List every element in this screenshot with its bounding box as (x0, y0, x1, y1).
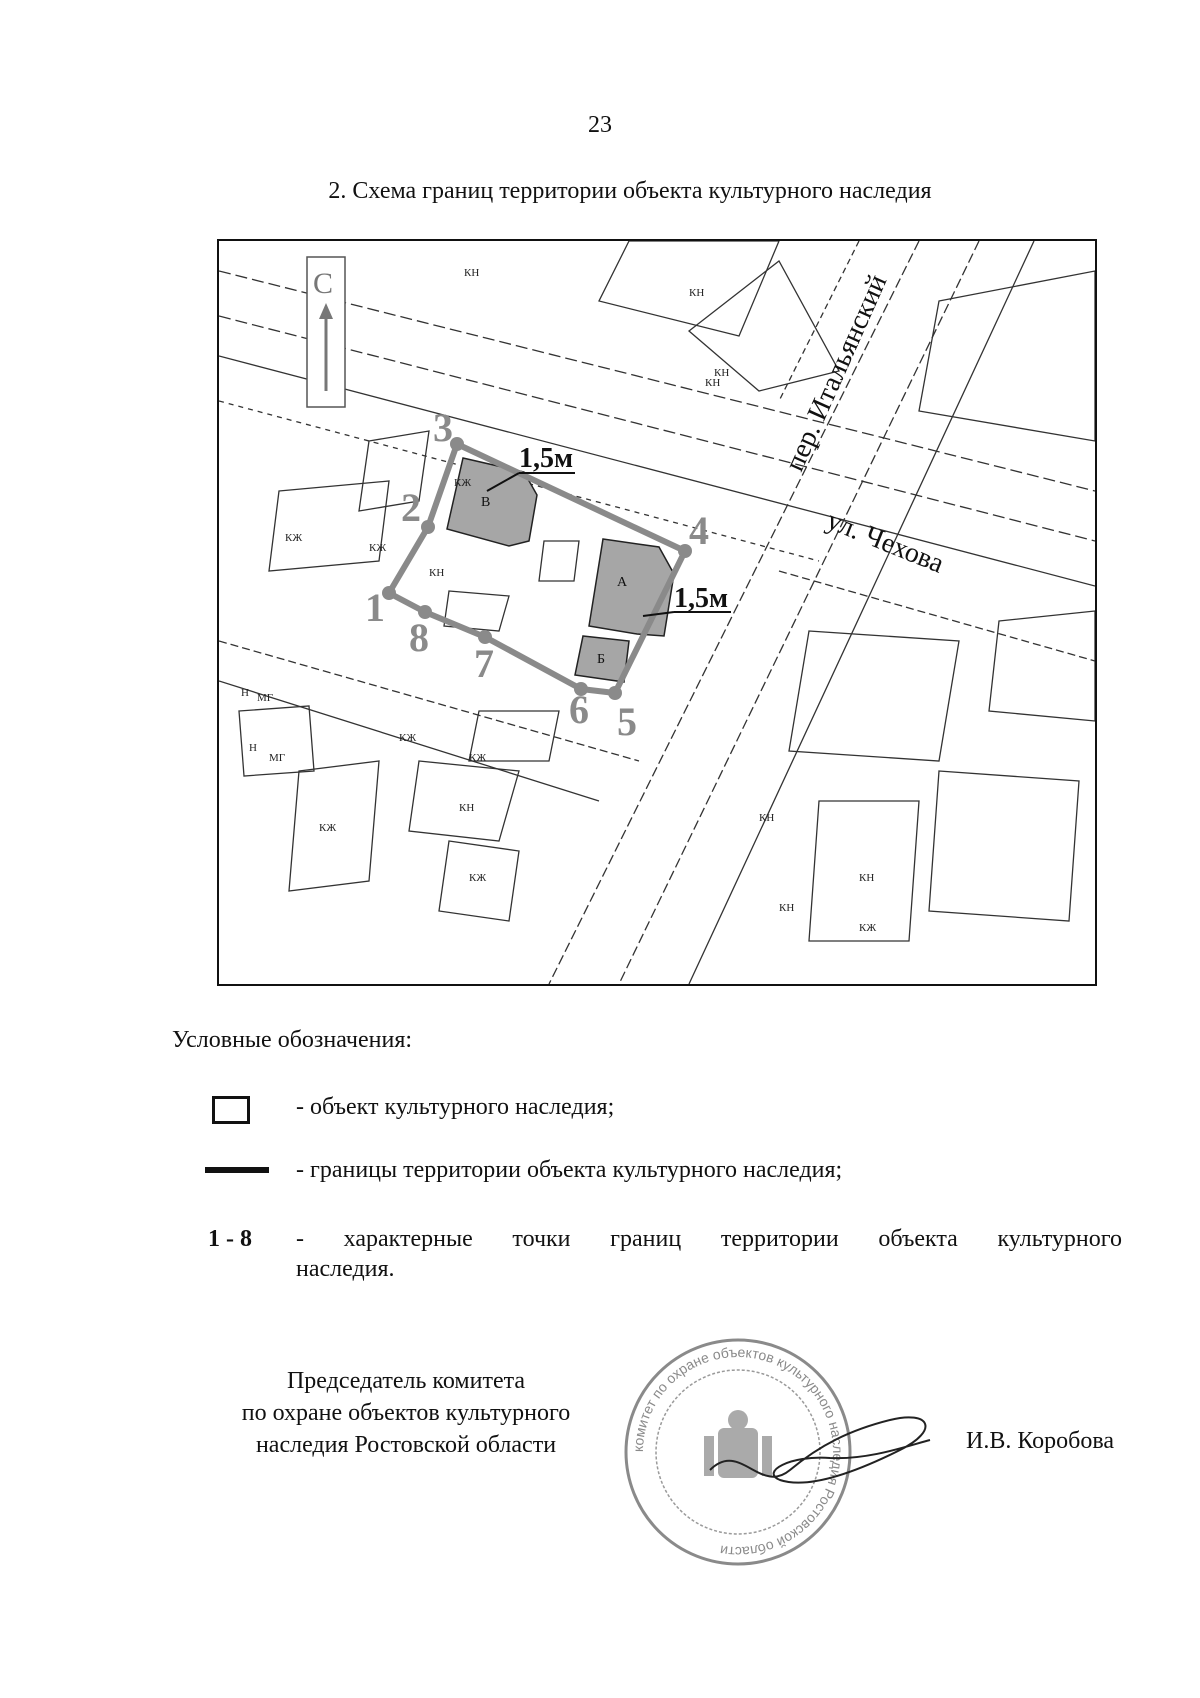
legend-symbol-boundary-line (205, 1167, 269, 1173)
point-label-7: 7 (474, 641, 494, 686)
parcel-code: МГ (257, 692, 273, 704)
official-seal: комитет по охране объектов культурного н… (624, 1338, 852, 1566)
parcel-code: Н (241, 687, 249, 699)
parcel-code: МГ (269, 752, 285, 764)
parcel-code: КЖ (454, 477, 471, 489)
city-block (288, 760, 380, 892)
building-label-v: В (481, 495, 490, 510)
boundary-point-7 (478, 630, 492, 644)
parcel-code: КН (459, 802, 474, 814)
north-arrow-head (319, 303, 333, 319)
parcel-code: КЖ (369, 542, 386, 554)
legend-text-boundary: - границы территории объекта культурного… (296, 1157, 843, 1183)
city-block (808, 800, 920, 942)
parcel-code: КЖ (859, 922, 876, 934)
legend-text-points: - характерные точки границ территории об… (296, 1226, 1122, 1252)
street-edge (219, 270, 1095, 492)
point-label-1: 1 (365, 585, 385, 630)
street-edge (219, 355, 1095, 587)
point-label-3: 3 (433, 405, 453, 450)
legend-text-heritage-object: - объект культурного наследия; (296, 1094, 615, 1120)
boundary-point-8 (418, 605, 432, 619)
boundary-map: 1 2 3 4 5 6 7 8 В А Б 1,5м 1,5м пер. Ита… (217, 239, 1097, 986)
boundary-point-2 (421, 520, 435, 534)
boundary-point-4 (678, 544, 692, 558)
street-edge (548, 241, 920, 984)
city-block (687, 260, 840, 392)
parcel-code: КН (429, 567, 444, 579)
parcel-code: Н (249, 742, 257, 754)
parcel-code: КЖ (469, 752, 486, 764)
seal-inner-ring (655, 1369, 821, 1535)
boundary-point-3 (450, 437, 464, 451)
building-label-a: А (617, 575, 628, 590)
parcel-code: КН (689, 287, 704, 299)
signer-title-line: наследия Ростовской области (255, 1432, 557, 1458)
street-edge (219, 315, 1095, 542)
setback-label-top: 1,5м (519, 443, 573, 474)
seal-outer-ring (624, 1338, 852, 1566)
city-block (928, 770, 1080, 922)
street-edge (219, 680, 600, 802)
parcel-code: КН (714, 367, 729, 379)
street-edge (219, 640, 640, 762)
map-title: 2. Схема границ территории объекта культ… (328, 178, 932, 204)
building-label-b: Б (597, 652, 605, 667)
city-block (238, 705, 315, 777)
boundary-point-6 (574, 682, 588, 696)
setback-leader-right (642, 611, 675, 617)
street-name-italyansky: пер. Итальянский (779, 270, 893, 476)
city-block (538, 540, 580, 582)
point-label-8: 8 (409, 615, 429, 660)
legend-text-points-cont: наследия. (296, 1256, 395, 1282)
parcel-code: КЖ (319, 822, 336, 834)
parcel-code: КН (779, 902, 794, 914)
signer-title: Председатель комитета по охране объектов… (196, 1365, 616, 1461)
city-block (443, 590, 510, 632)
point-label-4: 4 (689, 508, 709, 553)
boundary-point-5 (608, 686, 622, 700)
parcel-code: КН (759, 812, 774, 824)
street-edge (618, 241, 980, 984)
building-a (588, 538, 675, 637)
point-label-5: 5 (617, 699, 637, 744)
street-edge (688, 241, 1035, 984)
city-block (438, 840, 520, 922)
parcel-code: КН (859, 872, 874, 884)
handwritten-signature (709, 1416, 931, 1484)
signer-title-line: по охране объектов культурного (241, 1400, 571, 1426)
point-label-2: 2 (401, 485, 421, 530)
legend-symbol-heritage-object (212, 1096, 250, 1124)
map-drawing: 1 2 3 4 5 6 7 8 В А Б 1,5м 1,5м пер. Ита… (219, 241, 1095, 984)
signer-title-line: Председатель комитета (286, 1368, 526, 1394)
page-number: 23 (588, 112, 612, 138)
setback-leader-top (486, 472, 520, 492)
point-label-6: 6 (569, 687, 589, 732)
building-b (574, 635, 630, 683)
city-block (988, 610, 1095, 722)
parcel-code: КЖ (469, 872, 486, 884)
parcel-code: КН (464, 267, 479, 279)
legend-symbol-points: 1 - 8 (208, 1226, 252, 1252)
signer-name: И.В. Коробова (966, 1428, 1115, 1454)
city-block (408, 760, 520, 842)
setback-label-right: 1,5м (674, 583, 728, 614)
parcel-code: КЖ (399, 732, 416, 744)
seal-emblem (704, 1410, 772, 1478)
legend-heading: Условные обозначения: (172, 1027, 413, 1053)
parcel-code: КН (705, 377, 720, 389)
north-arrow: С (306, 256, 346, 408)
city-block (918, 270, 1095, 442)
parcel-code: КЖ (285, 532, 302, 544)
city-block (268, 480, 390, 572)
city-block (788, 630, 960, 762)
street-edge (778, 570, 1095, 662)
boundary-point-1 (382, 586, 396, 600)
city-block (358, 430, 430, 512)
north-label: С (313, 267, 333, 300)
city-block (598, 241, 780, 337)
city-block (468, 710, 560, 762)
